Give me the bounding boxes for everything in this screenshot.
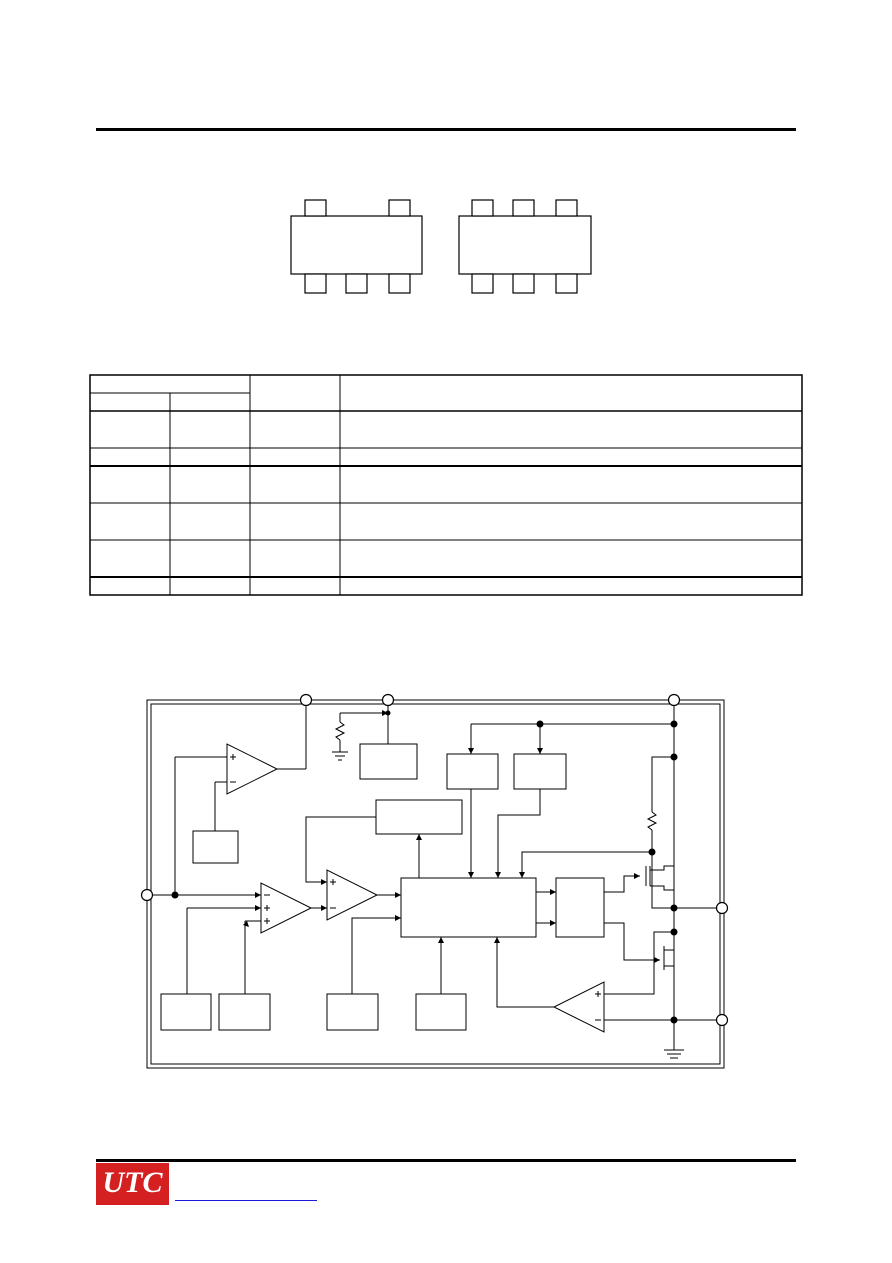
package-pin [471,273,494,294]
terminal-pin [140,888,154,902]
terminal-pin [299,693,313,707]
package-pin [388,199,411,217]
package-pin [388,273,411,294]
package-body-right [458,215,592,275]
package-pin [304,199,327,217]
header-rule [96,128,796,131]
package-pin [304,273,327,294]
package-pin [471,199,494,217]
utc-logo: UTC [96,1163,169,1205]
package-pin [555,199,578,217]
package-pin [512,273,535,294]
logo-text: UTC [102,1166,163,1199]
terminal-pin [715,901,729,915]
terminal-pin [381,693,395,707]
terminal-pin [667,693,681,707]
footer-rule [96,1159,796,1162]
website-link[interactable] [175,1186,317,1201]
terminal-pin [715,1013,729,1027]
package-pin [512,199,535,217]
package-pin [345,273,368,294]
package-pin [555,273,578,294]
